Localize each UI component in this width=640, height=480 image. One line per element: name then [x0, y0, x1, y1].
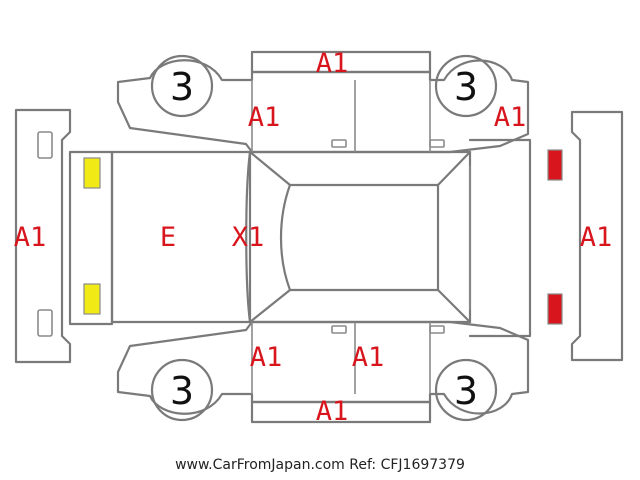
car-body-top: [68, 138, 532, 338]
front-right-lamp: [83, 283, 101, 315]
front-left-lamp: [83, 157, 101, 189]
mark-front-left-door: A1: [248, 102, 281, 133]
tire-rear-left-value: 3: [454, 65, 478, 109]
source-reference: www.CarFromJapan.com Ref: CFJ1697379: [175, 457, 465, 473]
mark-front-bumper: A1: [14, 222, 47, 253]
mark-rear-right-door: A1: [352, 342, 385, 373]
tire-front-right-value: 3: [170, 369, 194, 413]
rear-left-lamp: [547, 149, 563, 181]
mark-hood: E: [160, 222, 176, 253]
mark-rear-left-quarter: A1: [494, 102, 527, 133]
tire-front-left-value: 3: [170, 65, 194, 109]
mark-roof-bottom-panel: A1: [316, 396, 349, 427]
mark-windshield: X1: [232, 222, 265, 253]
mark-roof-top-panel: A1: [316, 48, 349, 79]
mark-rear-bumper: A1: [580, 222, 613, 253]
tire-rear-right-value: 3: [454, 369, 478, 413]
mark-front-right-door: A1: [250, 342, 283, 373]
left-side-panel: [116, 50, 530, 154]
rear-right-lamp: [547, 293, 563, 325]
front-bumper: [14, 108, 72, 364]
rear-bumper: [570, 110, 624, 362]
right-side-panel: [116, 320, 530, 424]
